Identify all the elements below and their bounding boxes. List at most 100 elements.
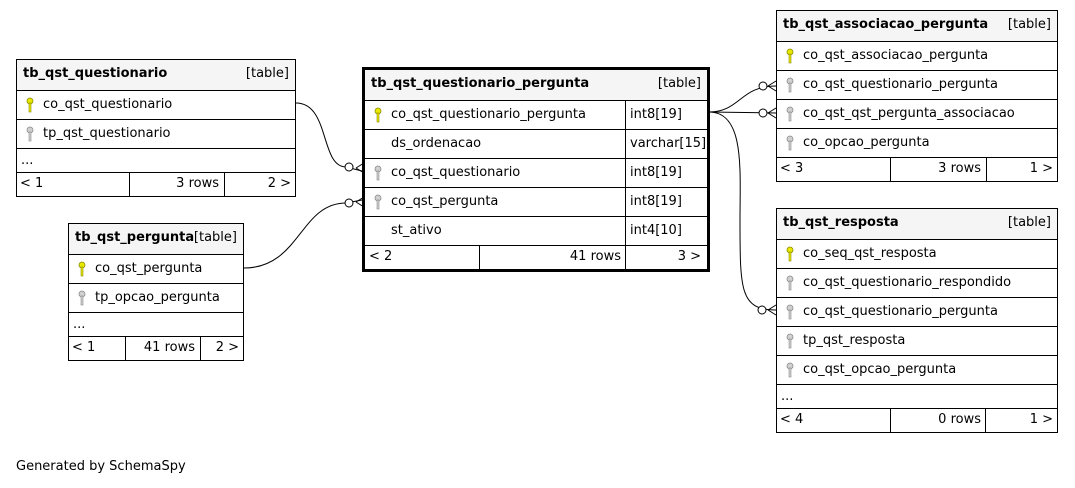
primary-key-icon xyxy=(26,97,34,113)
parents-link[interactable]: < 4 xyxy=(780,412,804,427)
column-name: co_qst_pergunta xyxy=(391,194,499,209)
column-name: co_qst_associacao_pergunta xyxy=(803,48,989,63)
parents-link[interactable]: < 1 xyxy=(20,176,44,191)
column-name: co_opcao_pergunta xyxy=(803,135,930,150)
primary-key-icon xyxy=(786,48,794,64)
link-pergunta xyxy=(243,199,363,269)
column-row[interactable]: co_qst_pergunta int8[19] xyxy=(365,187,707,216)
table-tb-qst-resposta[interactable]: tb_qst_resposta [table] co_seq_qst_respo… xyxy=(776,208,1058,433)
ellipsis: ... xyxy=(73,317,86,332)
column-row[interactable]: co_qst_questionario xyxy=(17,90,295,119)
table-name: tb_qst_questionario_pergunta xyxy=(371,76,590,91)
column-name: co_qst_questionario_respondido xyxy=(803,275,1012,290)
more-columns: ... xyxy=(17,148,295,172)
table-name: tb_qst_questionario xyxy=(23,66,168,81)
column-row[interactable]: co_qst_qst_pergunta_associacao xyxy=(777,99,1057,128)
row-count: 3 rows xyxy=(938,161,981,176)
column-row[interactable]: co_qst_pergunta xyxy=(69,254,243,283)
link-associacao-1 xyxy=(708,85,777,113)
table-tb-qst-pergunta[interactable]: tb_qst_pergunta [table] co_qst_pergunta … xyxy=(68,223,244,361)
children-link[interactable]: 3 > xyxy=(677,249,701,264)
foreign-key-icon xyxy=(374,165,382,181)
link-questionario xyxy=(295,102,363,172)
foreign-key-icon xyxy=(374,194,382,210)
column-name: ds_ordenacao xyxy=(391,136,482,151)
foreign-key-icon xyxy=(26,126,34,142)
ellipsis: ... xyxy=(781,389,794,404)
column-row[interactable]: ds_ordenacao varchar[15] xyxy=(365,129,707,158)
more-columns: ... xyxy=(777,384,1057,408)
parents-link[interactable]: < 2 xyxy=(369,249,393,264)
children-link[interactable]: 2 > xyxy=(215,340,239,355)
children-link[interactable]: 1 > xyxy=(1029,412,1053,427)
table-header: tb_qst_associacao_pergunta [table] xyxy=(777,11,1057,41)
table-type: [table] xyxy=(657,76,701,91)
row-count: 41 rows xyxy=(143,340,195,355)
column-row[interactable]: co_qst_questionario_pergunta xyxy=(777,70,1057,99)
column-row[interactable]: tp_qst_resposta xyxy=(777,326,1057,355)
column-name: co_qst_questionario xyxy=(391,165,521,180)
children-link[interactable]: 2 > xyxy=(267,176,291,191)
parents-link[interactable]: < 3 xyxy=(780,161,804,176)
column-name: st_ativo xyxy=(391,223,442,238)
table-header: tb_qst_resposta [table] xyxy=(777,209,1057,239)
column-name: tp_qst_questionario xyxy=(43,126,171,141)
table-footer: < 4 0 rows 1 > xyxy=(777,408,1057,432)
generated-by-note: Generated by SchemaSpy xyxy=(16,459,186,474)
foreign-key-icon xyxy=(78,290,86,306)
column-name: tp_qst_resposta xyxy=(803,333,906,348)
link-pergunta-end xyxy=(344,198,354,208)
column-row[interactable]: st_ativo int4[10] xyxy=(365,216,707,245)
column-row[interactable]: co_qst_associacao_pergunta xyxy=(777,41,1057,70)
foreign-key-icon xyxy=(786,333,794,349)
table-tb-qst-questionario-pergunta[interactable]: tb_qst_questionario_pergunta [table] co_… xyxy=(362,67,710,272)
table-header: tb_qst_questionario_pergunta [table] xyxy=(365,70,707,100)
column-row[interactable]: co_qst_opcao_pergunta xyxy=(777,355,1057,384)
link-resposta xyxy=(708,111,777,311)
column-row[interactable]: co_seq_qst_resposta xyxy=(777,239,1057,268)
column-name: co_qst_questionario_pergunta xyxy=(391,107,586,122)
table-tb-qst-associacao-pergunta[interactable]: tb_qst_associacao_pergunta [table] co_qs… xyxy=(776,10,1058,182)
foreign-key-icon xyxy=(786,77,794,93)
parents-link[interactable]: < 1 xyxy=(72,340,96,355)
table-name: tb_qst_pergunta xyxy=(75,230,195,245)
column-name: tp_opcao_pergunta xyxy=(95,290,220,305)
table-footer: < 1 3 rows 2 > xyxy=(17,172,295,196)
foreign-key-icon xyxy=(786,275,794,291)
table-name: tb_qst_resposta xyxy=(783,215,899,230)
table-footer: < 1 41 rows 2 > xyxy=(69,336,243,360)
table-footer: < 3 3 rows 1 > xyxy=(777,157,1057,181)
primary-key-icon xyxy=(78,261,86,277)
column-row[interactable]: co_qst_questionario_pergunta int8[19] xyxy=(365,100,707,129)
children-link[interactable]: 1 > xyxy=(1029,161,1053,176)
table-type: [table] xyxy=(245,66,289,81)
column-name: co_qst_opcao_pergunta xyxy=(803,362,957,377)
column-row[interactable]: co_qst_questionario_respondido xyxy=(777,268,1057,297)
column-row[interactable]: co_qst_questionario_pergunta xyxy=(777,297,1057,326)
column-name: co_qst_pergunta xyxy=(95,261,203,276)
foreign-key-icon xyxy=(786,304,794,320)
column-type: int8[19] xyxy=(625,188,707,216)
ellipsis: ... xyxy=(21,153,34,168)
row-count: 41 rows xyxy=(569,249,621,264)
column-type: varchar[15] xyxy=(625,130,707,158)
table-footer: < 2 41 rows 3 > xyxy=(365,245,707,269)
table-name: tb_qst_associacao_pergunta xyxy=(783,17,989,32)
column-name: co_qst_questionario_pergunta xyxy=(803,304,998,319)
column-name: co_qst_questionario_pergunta xyxy=(803,77,998,92)
table-tb-qst-questionario[interactable]: tb_qst_questionario [table] co_qst_quest… xyxy=(16,59,296,197)
row-count: 3 rows xyxy=(176,176,219,191)
column-row[interactable]: tp_opcao_pergunta xyxy=(69,283,243,312)
foreign-key-icon xyxy=(786,106,794,122)
column-row[interactable]: co_qst_questionario int8[19] xyxy=(365,158,707,187)
link-questionario-end xyxy=(344,162,354,172)
column-type: int8[19] xyxy=(625,159,707,187)
foreign-key-icon xyxy=(786,135,794,151)
column-row[interactable]: tp_qst_questionario xyxy=(17,119,295,148)
foreign-key-icon xyxy=(786,362,794,378)
table-header: tb_qst_pergunta [table] xyxy=(69,224,243,254)
more-columns: ... xyxy=(69,312,243,336)
column-type: int8[19] xyxy=(625,101,707,129)
column-row[interactable]: co_opcao_pergunta xyxy=(777,128,1057,157)
